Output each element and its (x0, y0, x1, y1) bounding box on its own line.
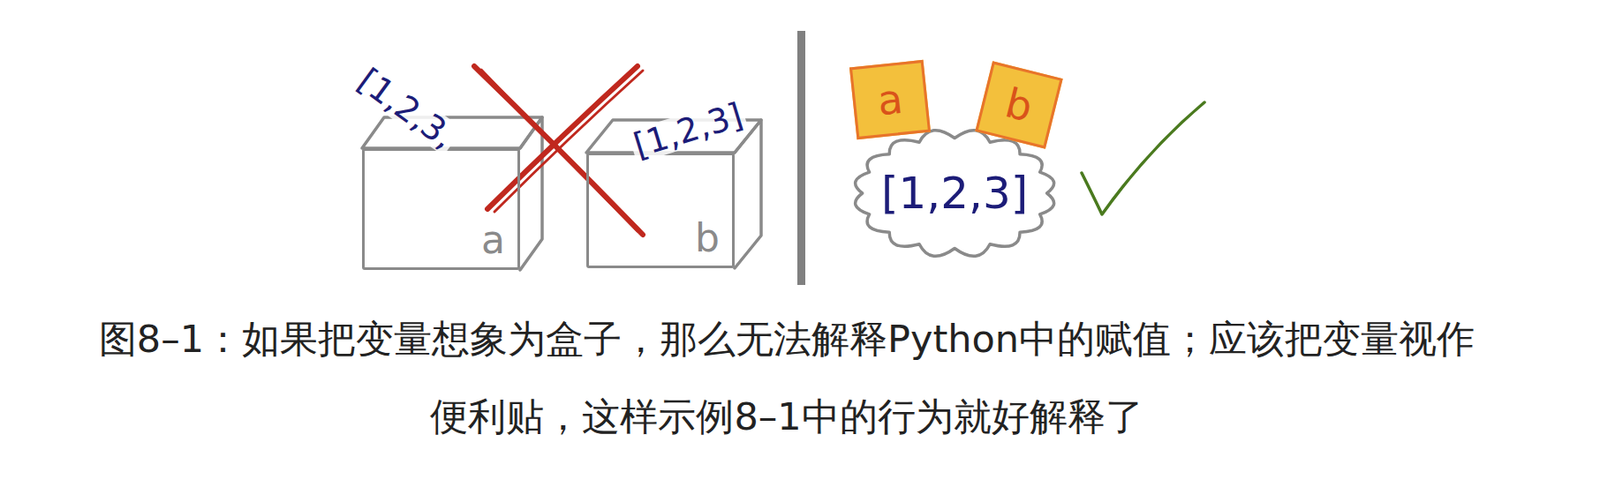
variable-box: a (362, 148, 521, 271)
divider-line (797, 30, 806, 286)
cross-mark (494, 70, 643, 212)
cloud-outline (855, 130, 1055, 257)
variable-name: a (875, 75, 906, 126)
cross-mark (487, 66, 638, 210)
box-side (520, 117, 543, 271)
box-side (734, 120, 762, 269)
list-value: [1,2,3, (350, 61, 463, 157)
variable-name: a (481, 217, 506, 263)
variable-box: b (586, 152, 735, 269)
check-mark (1081, 102, 1205, 215)
sticky-note: a (849, 60, 931, 140)
sticky-note: b (974, 60, 1063, 149)
figure-caption: 图8–1：如果把变量想象为盒子，那么无法解释Python中的赋值；应该把变量视作… (84, 300, 1489, 456)
list-value: [1,2,3] (881, 167, 1028, 219)
variable-name: b (694, 215, 720, 261)
variable-name: b (1000, 78, 1037, 131)
